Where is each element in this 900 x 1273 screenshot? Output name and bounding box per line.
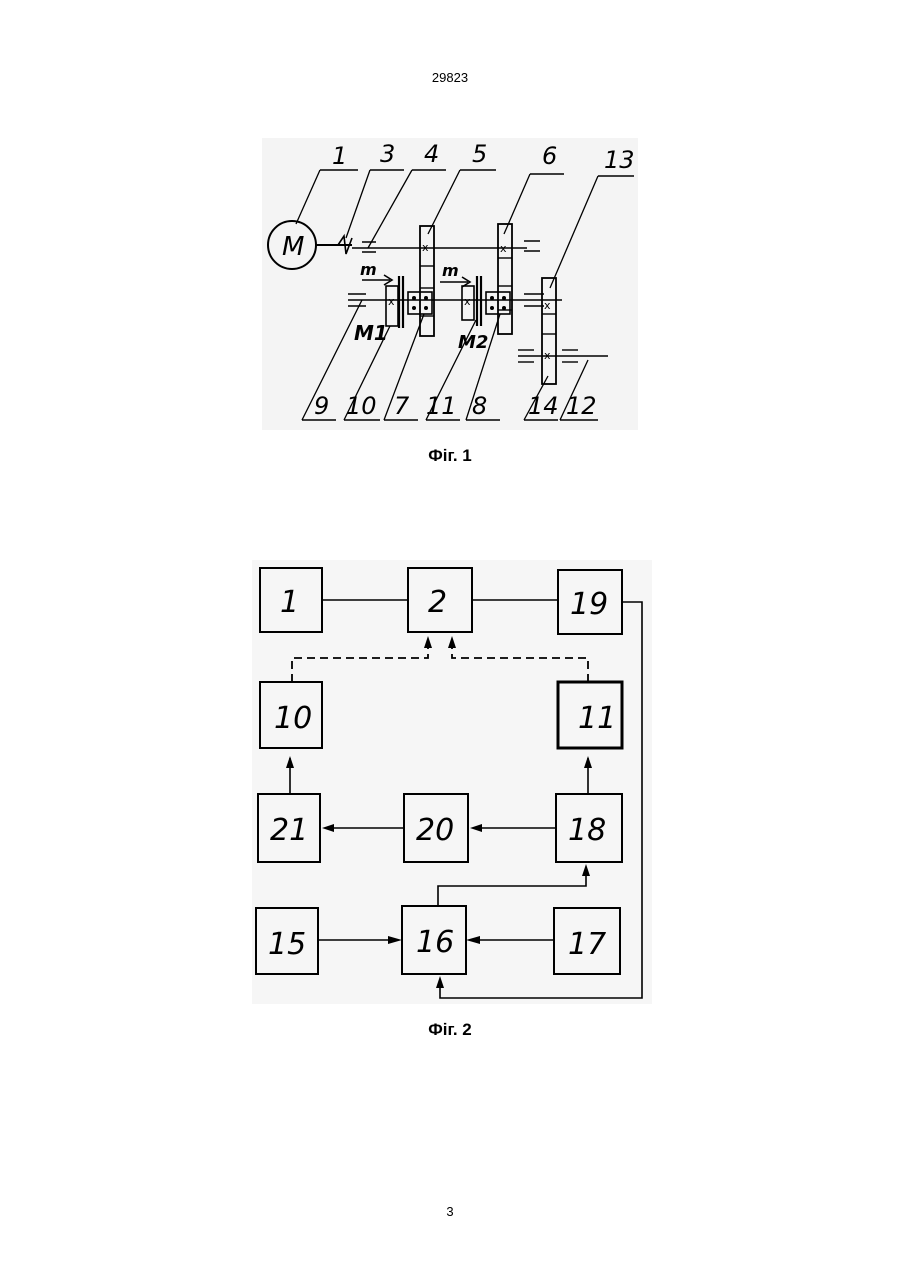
callout-13: 13 <box>604 146 635 174</box>
gear-13-14 <box>542 278 556 384</box>
link-19-16 <box>440 602 642 998</box>
block-19-label: 19 <box>570 587 608 622</box>
link-11-2-dashed <box>452 638 588 682</box>
arrow-label-m-2: m <box>442 261 459 280</box>
figure-2-drawing: 1 2 19 10 11 21 20 18 15 16 17 <box>252 560 652 1004</box>
callout-12: 12 <box>566 392 597 420</box>
clutch-label-m1: M1 <box>354 321 388 345</box>
motor-label: M <box>282 232 304 262</box>
svg-text:x: x <box>500 242 507 255</box>
svg-text:x: x <box>544 349 551 362</box>
callout-14: 14 <box>528 392 559 420</box>
figure-2-block-diagram: 1 2 19 10 11 21 20 18 15 16 17 <box>252 560 652 1004</box>
clutch-label-m2: M2 <box>458 332 488 353</box>
svg-text:x: x <box>388 295 395 308</box>
figure-1-kinematic-diagram: x x x x x x M 1 3 4 5 6 13 m m M1 M2 9 1… <box>262 138 638 430</box>
block-21-label: 21 <box>270 813 308 848</box>
callout-8: 8 <box>472 392 487 420</box>
callout-7: 7 <box>394 392 410 420</box>
callout-11: 11 <box>426 392 457 420</box>
block-11-label: 11 <box>578 701 616 736</box>
block-1-label: 1 <box>280 585 299 620</box>
svg-text:x: x <box>422 241 429 254</box>
block-17-label: 17 <box>568 927 606 962</box>
block-20-label: 20 <box>416 813 454 848</box>
block-16-label: 16 <box>416 925 454 960</box>
callout-4: 4 <box>424 140 439 168</box>
page-footer-number: 3 <box>0 1204 900 1219</box>
callout-9: 9 <box>314 392 329 420</box>
block-18-label: 18 <box>568 813 606 848</box>
callout-6: 6 <box>542 142 557 170</box>
callout-3: 3 <box>380 140 395 168</box>
svg-text:x: x <box>464 295 471 308</box>
callout-10: 10 <box>346 392 377 420</box>
block-10-label: 10 <box>274 701 312 736</box>
block-15-label: 15 <box>268 927 306 962</box>
callout-1: 1 <box>332 142 347 170</box>
link-16-18 <box>438 872 586 906</box>
figure-1-caption: Фіг. 1 <box>0 446 900 466</box>
arrow-label-m-1: m <box>360 260 377 279</box>
page-header-number: 29823 <box>0 70 900 85</box>
link-10-2-dashed <box>292 638 428 682</box>
figure-2-caption: Фіг. 2 <box>0 1020 900 1040</box>
gear-6 <box>498 224 512 334</box>
callout-5: 5 <box>472 140 487 168</box>
block-2-label: 2 <box>428 585 447 620</box>
svg-text:x: x <box>544 299 551 312</box>
figure-1-drawing: x x x x x x M 1 3 4 5 6 13 m m M1 M2 9 1… <box>262 138 638 430</box>
